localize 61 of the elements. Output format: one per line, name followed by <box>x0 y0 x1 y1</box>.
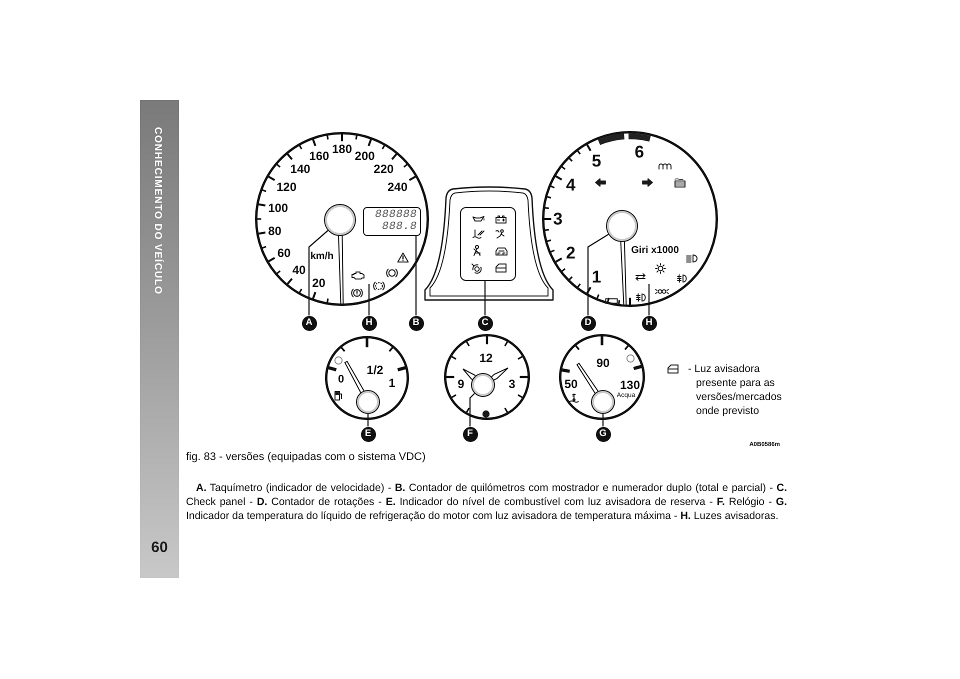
dial-number: 100 <box>268 202 288 214</box>
callout-letter: A <box>302 316 316 330</box>
dial-number: 2 <box>566 244 576 262</box>
callout-letter: H <box>642 316 656 330</box>
dial-number: 1 <box>592 268 602 286</box>
warning-light-panel <box>460 207 516 281</box>
fuel-gauge-dial <box>325 336 409 420</box>
dial-number: 0 <box>338 374 344 386</box>
dial-number: 50 <box>564 378 578 390</box>
dial-number: 60 <box>277 246 291 258</box>
dial-number: 12 <box>479 352 493 364</box>
leader-line <box>368 284 370 316</box>
odometer-digits: 888.8 <box>382 222 417 234</box>
callout-letter: F <box>462 426 478 442</box>
speedometer-dial <box>255 132 429 306</box>
odometer-display <box>363 207 421 236</box>
callout-letter: H <box>362 316 376 330</box>
callout-letter: E <box>360 426 376 442</box>
leader-line <box>484 281 486 316</box>
dial-number: 4 <box>566 176 576 194</box>
dial-number: 80 <box>268 224 282 237</box>
dial-number: 20 <box>312 276 326 289</box>
leader-line <box>367 414 369 426</box>
clock-dial <box>444 334 530 420</box>
dial-number: 3 <box>553 210 563 228</box>
dial-number: 9 <box>458 378 464 390</box>
callout-letter: C <box>478 316 492 330</box>
unit-label: Giri x1000 <box>631 246 679 256</box>
dial-number: 3 <box>508 378 516 390</box>
figure-caption: fig. 83 - versões (equipadas com o sistema VDC) <box>186 451 426 464</box>
dial-number: 6 <box>634 144 644 160</box>
callout-letter: G <box>596 426 610 442</box>
dial-number: 130 <box>620 379 640 391</box>
leader-line <box>587 234 609 316</box>
dial-number: 120 <box>276 181 297 193</box>
dial-number: 5 <box>592 152 602 170</box>
dial-number: 40 <box>292 264 306 276</box>
dial-number: 220 <box>374 163 394 176</box>
dial-number: 90 <box>596 357 610 369</box>
rev-counter-dial <box>542 131 718 307</box>
leader-line <box>648 284 650 316</box>
callout-letter: B <box>408 316 424 330</box>
legend-text: - Luz avisadora presente para as versões/mercados onde previsto <box>688 362 783 418</box>
body-text: A. Taquímetro (indicador de velocidade) - B. Contador de quilómetros com mostrador e numerador duplo (total e parcial) - C. Check panel - D. Contador de rotações - E. Indicador do nível de combustível com luz avisadora de reserva - F. Relógio - G. Indicador da temperatura do líquido de refrigeração do motor com luz avisadora de temperatura máxima - H. Luzes avisadoras. <box>186 481 787 523</box>
unit-label: km/h <box>310 252 334 262</box>
callout-letter: D <box>580 316 596 330</box>
leader-line <box>415 236 417 316</box>
dial-number: 160 <box>309 150 330 162</box>
odometer-digits: 888888 <box>374 210 417 221</box>
leader-line <box>469 393 475 426</box>
page-number: 60 <box>150 540 169 555</box>
dial-number: 1/2 <box>366 364 384 376</box>
dial-number: 180 <box>332 143 352 156</box>
leader-line <box>308 230 328 316</box>
dial-number: 1 <box>388 377 396 389</box>
section-title: CONHECIMENTO DO VEÍCULO <box>152 127 162 295</box>
dial-number: 240 <box>387 181 408 193</box>
dial-number: 200 <box>354 150 375 162</box>
temperature-gauge-dial <box>559 334 645 420</box>
leader-line <box>602 414 604 426</box>
dial-number: 140 <box>290 163 310 176</box>
